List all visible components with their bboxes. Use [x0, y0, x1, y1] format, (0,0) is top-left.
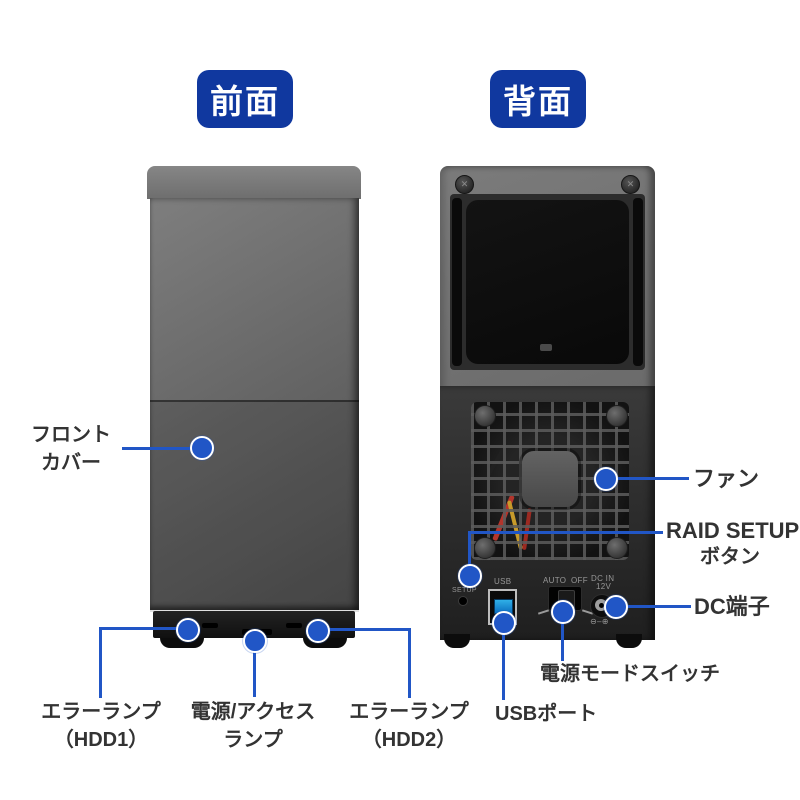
- setup-print: SETUP: [452, 587, 477, 594]
- dc-in-print: DC IN: [591, 574, 615, 583]
- front-device-body: [150, 198, 359, 610]
- front-view-badge: 前面: [197, 70, 293, 128]
- callout-dot-fan: [594, 467, 618, 491]
- label-error-lamp-hdd2-line2: （HDD2）: [361, 729, 457, 751]
- callout-line-fan: [606, 477, 689, 480]
- off-print: OFF: [571, 576, 588, 585]
- front-cover-panel: [150, 400, 359, 612]
- drive-bay-door: [466, 200, 629, 364]
- callout-line-raid-v: [468, 531, 471, 578]
- error-lamp-hdd2-led: [286, 623, 302, 628]
- rear-view-badge-label: 背面: [503, 83, 573, 120]
- callout-dot-hdd1: [176, 618, 200, 642]
- callout-line-hdd1-h: [99, 627, 190, 630]
- rear-left-foot: [444, 634, 470, 648]
- dc-jack-pin: [599, 603, 604, 608]
- screw-icon: ✕: [455, 175, 474, 194]
- label-error-lamp-hdd1-line2: （HDD1）: [53, 729, 149, 751]
- label-error-lamp-hdd2: エラーランプ （HDD2）: [338, 698, 480, 754]
- label-power-mode-switch: 電源モードスイッチ: [540, 663, 720, 685]
- label-raid-setup-line2: ボタン: [700, 546, 760, 568]
- error-lamp-hdd1-led: [202, 623, 218, 628]
- label-raid-setup-line1: RAID SETUP: [666, 518, 800, 543]
- callout-line-usb: [502, 623, 505, 700]
- label-front-cover-line1: フロント: [31, 424, 111, 446]
- callout-line-hdd2-v: [408, 628, 411, 698]
- label-error-lamp-hdd2-line1: エラーランプ: [349, 701, 469, 723]
- fan-screw-icon: [606, 537, 628, 559]
- callout-dot-hdd2: [306, 619, 330, 643]
- label-fan: ファン: [693, 466, 760, 491]
- callout-dot-raid: [458, 564, 482, 588]
- polarity-icon: ⊖–⊕: [590, 617, 609, 626]
- label-front-cover: フロント カバー: [26, 421, 116, 477]
- label-dc-jack: DC端子: [694, 594, 770, 619]
- bay-vent-slot-left: [452, 198, 462, 366]
- rear-right-foot: [616, 634, 642, 648]
- front-device-top-cap: [147, 166, 361, 199]
- rear-view-badge: 背面: [490, 70, 586, 128]
- callout-line-hdd1-v: [99, 627, 102, 698]
- label-error-lamp-hdd1-line1: エラーランプ: [41, 701, 161, 723]
- fan-screw-icon: [474, 405, 496, 427]
- label-power-access-lamp-line1: 電源/アクセス: [190, 701, 316, 723]
- callout-dot-dc: [604, 595, 628, 619]
- label-usb-port: USBポート: [495, 703, 598, 725]
- label-power-access-lamp: 電源/アクセス ランプ: [178, 698, 328, 754]
- callout-line-dc: [616, 605, 691, 608]
- callout-line-raid-h: [468, 531, 663, 534]
- raid-setup-button[interactable]: [458, 596, 468, 606]
- label-error-lamp-hdd1: エラーランプ （HDD1）: [30, 698, 172, 754]
- callout-line-power-lamp: [253, 641, 256, 697]
- auto-print: AUTO: [543, 576, 567, 585]
- label-power-access-lamp-line2: ランプ: [223, 729, 283, 751]
- fan-screw-icon: [606, 405, 628, 427]
- fan-hub: [522, 451, 578, 507]
- usb-print: USB: [494, 577, 512, 586]
- label-front-cover-line2: カバー: [41, 452, 101, 474]
- 12v-print: 12V: [596, 582, 612, 591]
- bay-latch: [540, 344, 552, 351]
- callout-dot-usb: [492, 611, 516, 635]
- fan-screw-icon: [474, 537, 496, 559]
- callout-dot-mode-switch: [551, 600, 575, 624]
- front-view-badge-label: 前面: [210, 83, 280, 120]
- callout-line-mode-switch: [561, 612, 564, 661]
- label-raid-setup: RAID SETUP ボタン: [666, 517, 800, 571]
- callout-dot-front-cover: [190, 436, 214, 460]
- callout-dot-power-lamp: [243, 629, 267, 653]
- screw-icon: ✕: [621, 175, 640, 194]
- callout-line-hdd2-h: [318, 628, 411, 631]
- bay-vent-slot-right: [633, 198, 643, 366]
- callout-line-front-cover: [122, 447, 204, 450]
